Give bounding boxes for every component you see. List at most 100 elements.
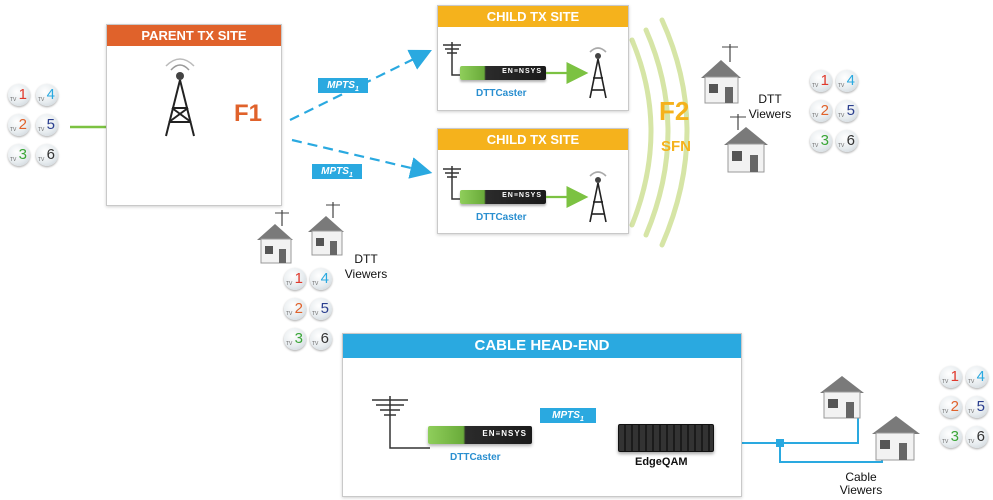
cable-viewers-label: Cable Viewers bbox=[826, 470, 896, 498]
dtt-viewers-line2: Viewers bbox=[344, 267, 388, 281]
tv-label: TV bbox=[838, 83, 845, 89]
child-tx-site-box: CHILD TX SITE bbox=[437, 128, 629, 234]
tv-label: TV bbox=[812, 113, 819, 119]
f2-wave-icon bbox=[629, 17, 690, 248]
tv-label: TV bbox=[942, 409, 949, 415]
mpts-sub: 1 bbox=[348, 172, 353, 179]
channel-number: 1 bbox=[820, 72, 829, 89]
dttcaster-caption: DTTCaster bbox=[476, 88, 527, 99]
tv-label: TV bbox=[286, 311, 293, 317]
tv-label: TV bbox=[812, 83, 819, 89]
dttcaster-caption: DTTCaster bbox=[476, 212, 527, 223]
mpts-tag-lower: MPTS1 bbox=[312, 164, 362, 179]
tv-label: TV bbox=[838, 143, 845, 149]
tv-label: TV bbox=[38, 157, 45, 163]
dttcaster-device: EN≡NSYS bbox=[460, 66, 546, 80]
channel-number: 4 bbox=[976, 368, 985, 385]
channel-number: 2 bbox=[950, 398, 959, 415]
channel-number: 1 bbox=[950, 368, 959, 385]
channel-number: 5 bbox=[846, 102, 855, 119]
mpts-sub: 1 bbox=[579, 416, 584, 423]
channel-number: 6 bbox=[846, 132, 855, 149]
channel-number: 4 bbox=[846, 72, 855, 89]
child-tx-site-title: CHILD TX SITE bbox=[438, 129, 628, 150]
channel-number: 5 bbox=[976, 398, 985, 415]
tv-label: TV bbox=[10, 97, 17, 103]
mpts-sub: 1 bbox=[354, 86, 359, 93]
tv-label: TV bbox=[968, 379, 975, 385]
mpts-link-child2 bbox=[291, 138, 433, 179]
dtt-viewers-line1: DTT bbox=[758, 92, 782, 106]
channel-number: 6 bbox=[320, 330, 329, 347]
device-brand: EN≡NSYS bbox=[502, 192, 542, 199]
dtt-viewers-line2: Viewers bbox=[748, 107, 792, 121]
dtt-viewers-line1: DTT bbox=[354, 252, 378, 266]
child-tx-site-box: CHILD TX SITE bbox=[437, 5, 629, 111]
mpts-text: MPTS bbox=[552, 410, 580, 421]
mpts-tag-headend: MPTS1 bbox=[540, 408, 596, 423]
tv-label: TV bbox=[312, 311, 319, 317]
channel-number: 1 bbox=[18, 86, 27, 103]
tv-label: TV bbox=[812, 143, 819, 149]
mpts-text: MPTS bbox=[327, 80, 355, 91]
f2-label: F2 bbox=[659, 96, 690, 126]
cable-viewers-line2: Viewers bbox=[839, 483, 883, 497]
mpts-tag-upper: MPTS1 bbox=[318, 78, 368, 93]
channel-number: 6 bbox=[976, 428, 985, 445]
tv-label: TV bbox=[968, 439, 975, 445]
dttcaster-device: EN≡NSYS bbox=[460, 190, 546, 204]
tv-label: TV bbox=[286, 281, 293, 287]
channel-number: 5 bbox=[320, 300, 329, 317]
tv-label: TV bbox=[968, 409, 975, 415]
channel-number: 2 bbox=[820, 102, 829, 119]
device-brand: EN≡NSYS bbox=[482, 429, 527, 438]
tv-label: TV bbox=[10, 157, 17, 163]
parent-tx-site-title: PARENT TX SITE bbox=[107, 25, 281, 46]
sfn-label: SFN bbox=[661, 138, 691, 155]
channel-number: 3 bbox=[950, 428, 959, 445]
channel-number: 1 bbox=[294, 270, 303, 287]
tv-label: TV bbox=[942, 379, 949, 385]
dttcaster-device: EN≡NSYS bbox=[428, 426, 532, 444]
dtt-viewers-label: DTT Viewers bbox=[336, 252, 396, 282]
tv-label: TV bbox=[38, 97, 45, 103]
channel-number: 4 bbox=[320, 270, 329, 287]
channel-number: 5 bbox=[46, 116, 55, 133]
child-tx-site-title: CHILD TX SITE bbox=[438, 6, 628, 27]
channel-number: 2 bbox=[18, 116, 27, 133]
channel-number: 3 bbox=[820, 132, 829, 149]
tv-label: TV bbox=[312, 281, 319, 287]
channel-number: 2 bbox=[294, 300, 303, 317]
tv-label: TV bbox=[286, 341, 293, 347]
edgeqam-device bbox=[618, 424, 714, 452]
channel-number: 3 bbox=[294, 330, 303, 347]
device-brand: EN≡NSYS bbox=[502, 68, 542, 75]
channel-number: 4 bbox=[46, 86, 55, 103]
dttcaster-caption: DTTCaster bbox=[450, 452, 501, 463]
cable-splitter bbox=[776, 439, 784, 447]
tv-label: TV bbox=[312, 341, 319, 347]
mpts-text: MPTS bbox=[321, 166, 349, 177]
